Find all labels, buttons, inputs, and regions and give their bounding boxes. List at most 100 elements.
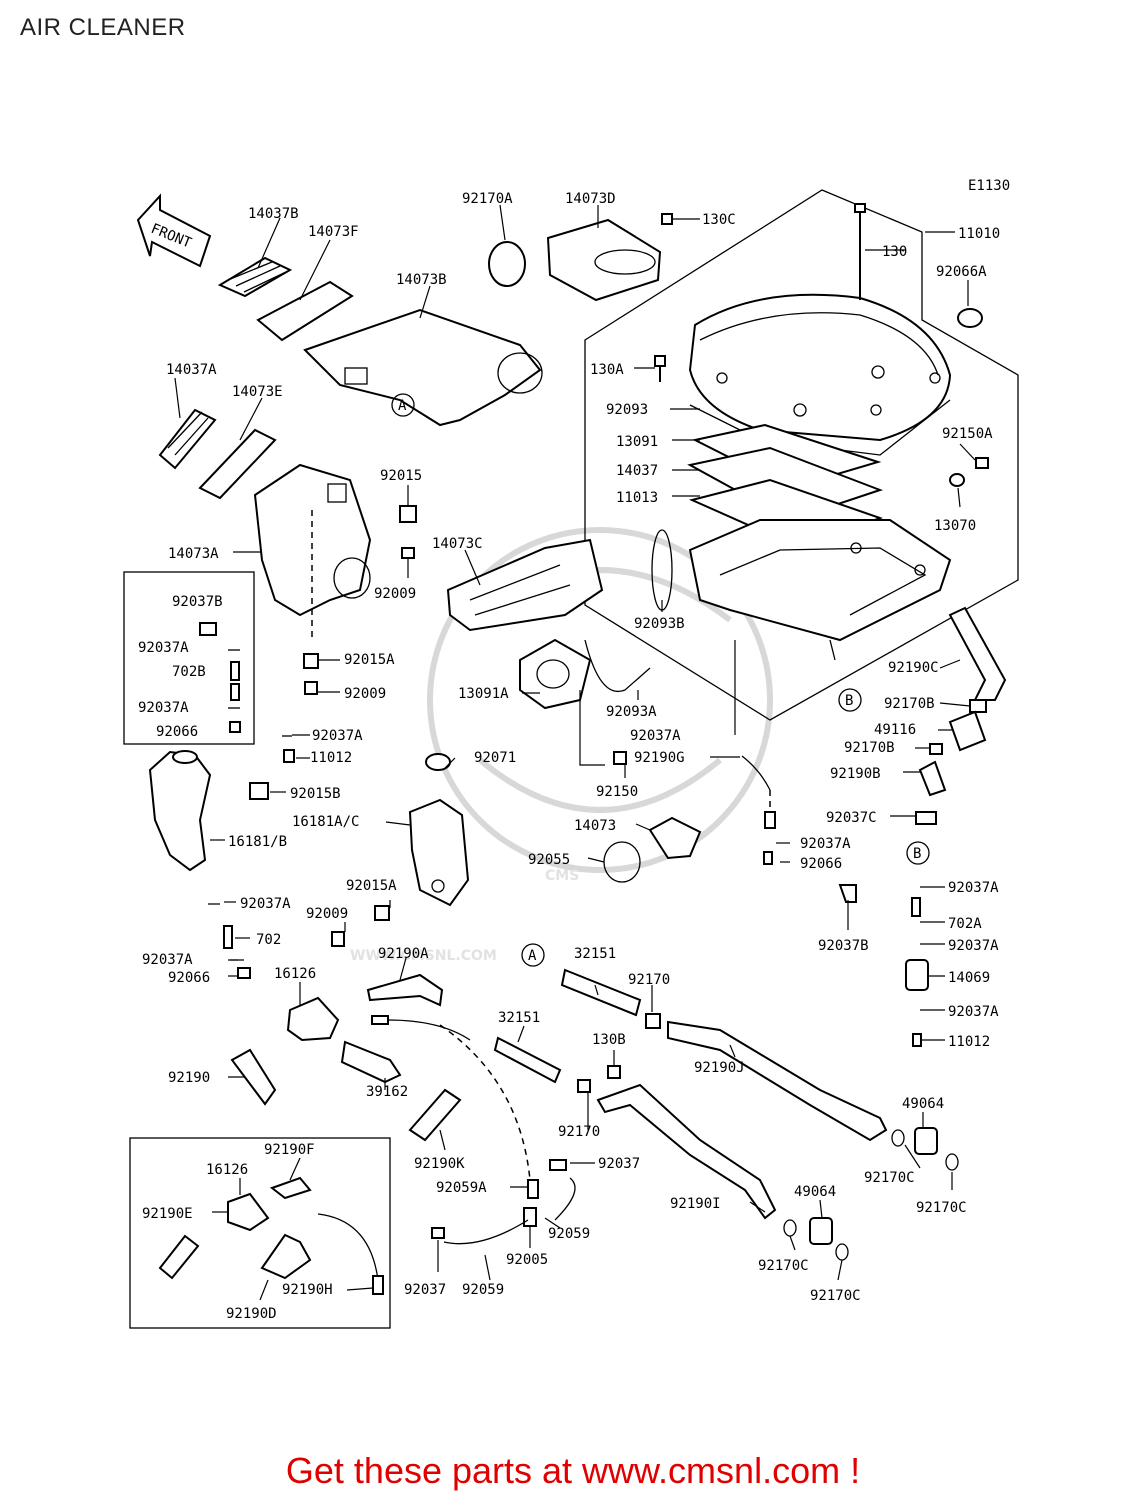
label-49116: 49116 [874,722,916,738]
hose-92059 [443,1219,529,1245]
hose-92190F [269,1176,312,1200]
front-arrow: FRONT [136,193,212,268]
svg-text:B: B [845,693,853,709]
label-130: 130 [882,244,907,260]
watermark-logo-ring [427,527,773,873]
label-92093B: 92093B [634,616,685,632]
label-16126-b: 16126 [206,1162,248,1178]
air-cleaner-cover [688,293,952,442]
bolt-130 [854,203,866,300]
label-92150: 92150 [596,784,638,800]
watermark-url: WWW.CMSNL.COM [350,948,497,964]
label-92170-b: 92170 [558,1124,600,1140]
label-E1130: E1130 [968,178,1010,194]
label-49064-b: 49064 [794,1184,836,1200]
bolt-92150 [613,751,627,765]
label-702B: 702B [172,664,206,680]
label-13091A: 13091A [458,686,509,702]
label-92170C-3: 92170C [758,1258,809,1274]
grommet-92015 [399,505,417,523]
label-92037B-2: 92037B [818,938,869,954]
label-92009-c: 92009 [306,906,348,922]
inset-box-left [123,571,255,745]
label-92059A: 92059A [436,1180,487,1196]
label-92037C: 92037C [826,810,877,826]
ref-circle-a-2: A [521,943,545,967]
label-92037A-4: 92037A [630,728,681,744]
joint-92005 [523,1207,537,1227]
valve-49064-b [809,1217,833,1245]
o-ring-92055 [603,841,641,883]
label-11012-b: 11012 [948,1034,990,1050]
clip-92015B [249,782,269,800]
label-92093: 92093 [606,402,648,418]
label-13091: 13091 [616,434,658,450]
label-14073D: 14073D [565,191,616,207]
label-92037-b: 92037 [404,1282,446,1298]
cap-11012-b [912,1033,922,1047]
label-11012-a: 11012 [310,750,352,766]
valve-16126 [286,996,340,1042]
label-92190C: 92190C [888,660,939,676]
joint-92059A [527,1179,539,1199]
label-92015: 92015 [380,468,422,484]
footer-link[interactable]: Get these parts at www.cmsnl.com ! [285,1450,861,1491]
label-14037A: 14037A [166,362,217,378]
label-92066A: 92066A [936,264,987,280]
cap-11012 [283,749,295,763]
clamp-92170B-2 [929,743,943,755]
filter-14069 [905,959,929,991]
hose-92190 [230,1048,277,1106]
label-92055: 92055 [528,852,570,868]
cap-92071 [425,753,451,771]
joint-16126 [371,1015,389,1025]
label-32151-b: 32151 [498,1010,540,1026]
label-92037A-2: 92037A [138,700,189,716]
label-14073C: 14073C [432,536,483,552]
label-92037A-9: 92037A [142,952,193,968]
label-92190E: 92190E [142,1206,193,1222]
label-92093A: 92093A [606,704,657,720]
label-14037: 14037 [616,463,658,479]
part-labels: 14037B 14073F 14073B 92170A 14073D 130C … [138,178,1010,1322]
bolt-92150A [975,457,989,469]
label-11010: 11010 [958,226,1000,242]
label-130A: 130A [590,362,624,378]
svg-text:A: A [528,948,537,964]
screw-92009-b [304,681,318,695]
label-14073: 14073 [574,818,616,834]
label-92170C-4: 92170C [810,1288,861,1304]
label-92037A-3: 92037A [312,728,363,744]
label-92170: 92170 [628,972,670,988]
air-cleaner-case [688,519,952,661]
seal-14073E [198,428,277,500]
elbow-14073 [648,816,702,860]
label-92170A: 92170A [462,191,513,207]
inset-box-bottom [129,1137,391,1329]
label-16181AC: 16181A/C [292,814,359,830]
label-92190F: 92190F [264,1142,315,1158]
label-92037A-10: 92037A [948,1004,999,1020]
duct-14073D [546,218,662,302]
hose-92190D [260,1233,312,1280]
duct-14073B [303,308,542,427]
label-39162: 39162 [366,1084,408,1100]
label-32151-a: 32151 [574,946,616,962]
seal-14073F [256,280,354,342]
label-13070: 13070 [934,518,976,534]
label-92059-a: 92059 [548,1226,590,1242]
hose-92190B [918,760,947,797]
label-14037B: 14037B [248,206,299,222]
label-92170B-1: 92170B [884,696,935,712]
collar-13070 [949,473,965,487]
valve-49064 [914,1127,938,1155]
label-92190B: 92190B [830,766,881,782]
pipe-32151-b [493,1036,562,1084]
label-92170C-1: 92170C [864,1170,915,1186]
ref-circle-a: A [391,393,415,417]
bolt-130A [654,355,666,367]
ref-circle-b: B [838,688,862,712]
label-14073E: 14073E [232,384,283,400]
label-92190A: 92190A [378,946,429,962]
